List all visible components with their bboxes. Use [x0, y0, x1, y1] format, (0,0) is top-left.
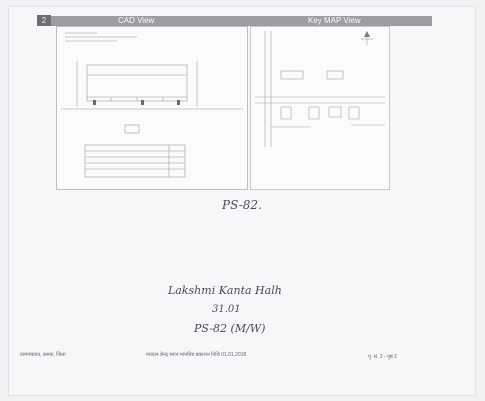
- north-arrow-icon: [364, 31, 370, 37]
- cad-view-title: CAD View: [118, 16, 155, 25]
- header-bar: 2 CAD View Key MAP View: [37, 15, 432, 26]
- footer-left-text: ग्रामपंचायत, ब्लाक, जिला: [20, 352, 66, 358]
- handwritten-ps-label-top: PS-82.: [222, 198, 262, 212]
- handwritten-officer-name: Lakshmi Kanta Halh: [168, 284, 282, 297]
- key-map-view-panel: [250, 26, 390, 190]
- key-map-view-title: Key MAP View: [308, 16, 361, 25]
- header-index: 2: [37, 15, 51, 26]
- cad-view-panel: [56, 26, 248, 190]
- key-map-drawing: [255, 31, 385, 147]
- scanned-page: 2 CAD View Key MAP View: [8, 6, 476, 396]
- handwritten-code: 31.01: [212, 304, 241, 315]
- footer-right-text: पृ. सं. 2 - पृष्ठ 2: [368, 354, 397, 360]
- handwritten-ps-label-bottom: PS-82 (M/W): [194, 322, 266, 335]
- footer-center-text: मतदान केन्द्र स्थान मानचित्र प्रकाशन तिथ…: [146, 352, 247, 358]
- cad-floor-plan-drawing: [61, 32, 243, 178]
